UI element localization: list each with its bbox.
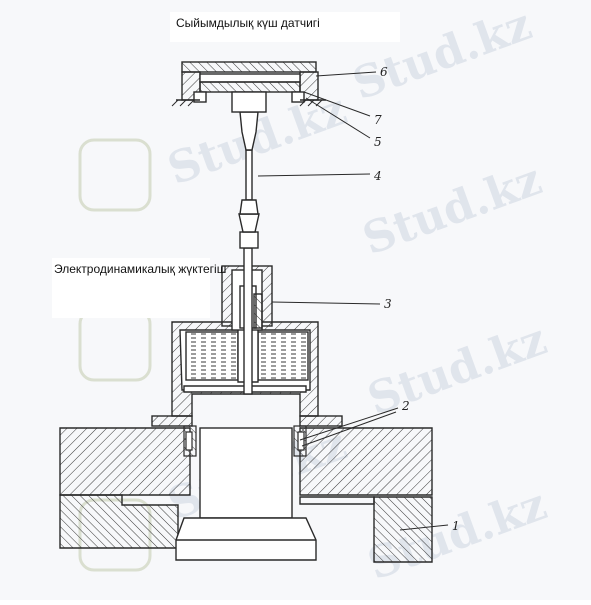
capacitive-sensor-label: Сыйымдылық күш датчигі (170, 12, 400, 42)
leader-lines (257, 71, 449, 531)
coil-windings (183, 425, 307, 457)
force-sensor-assembly (171, 61, 326, 113)
callout-7: 7 (374, 113, 382, 127)
callout-2: 2 (401, 399, 410, 413)
callout-5: 5 (374, 135, 382, 149)
rod (238, 111, 260, 395)
electrodynamic-loader-label: Электродинамикалық жүктегіш (52, 258, 226, 318)
watermark-text: Stud.kz (361, 314, 553, 425)
callout-1: 1 (452, 519, 460, 533)
callout-4: 4 (373, 169, 382, 183)
piston-block (175, 427, 317, 561)
callout-numbers: 6 7 5 4 3 2 1 (373, 65, 460, 533)
watermark-text: Stud.kz (356, 154, 548, 265)
callout-6: 6 (380, 65, 388, 79)
callout-3: 3 (384, 297, 392, 311)
